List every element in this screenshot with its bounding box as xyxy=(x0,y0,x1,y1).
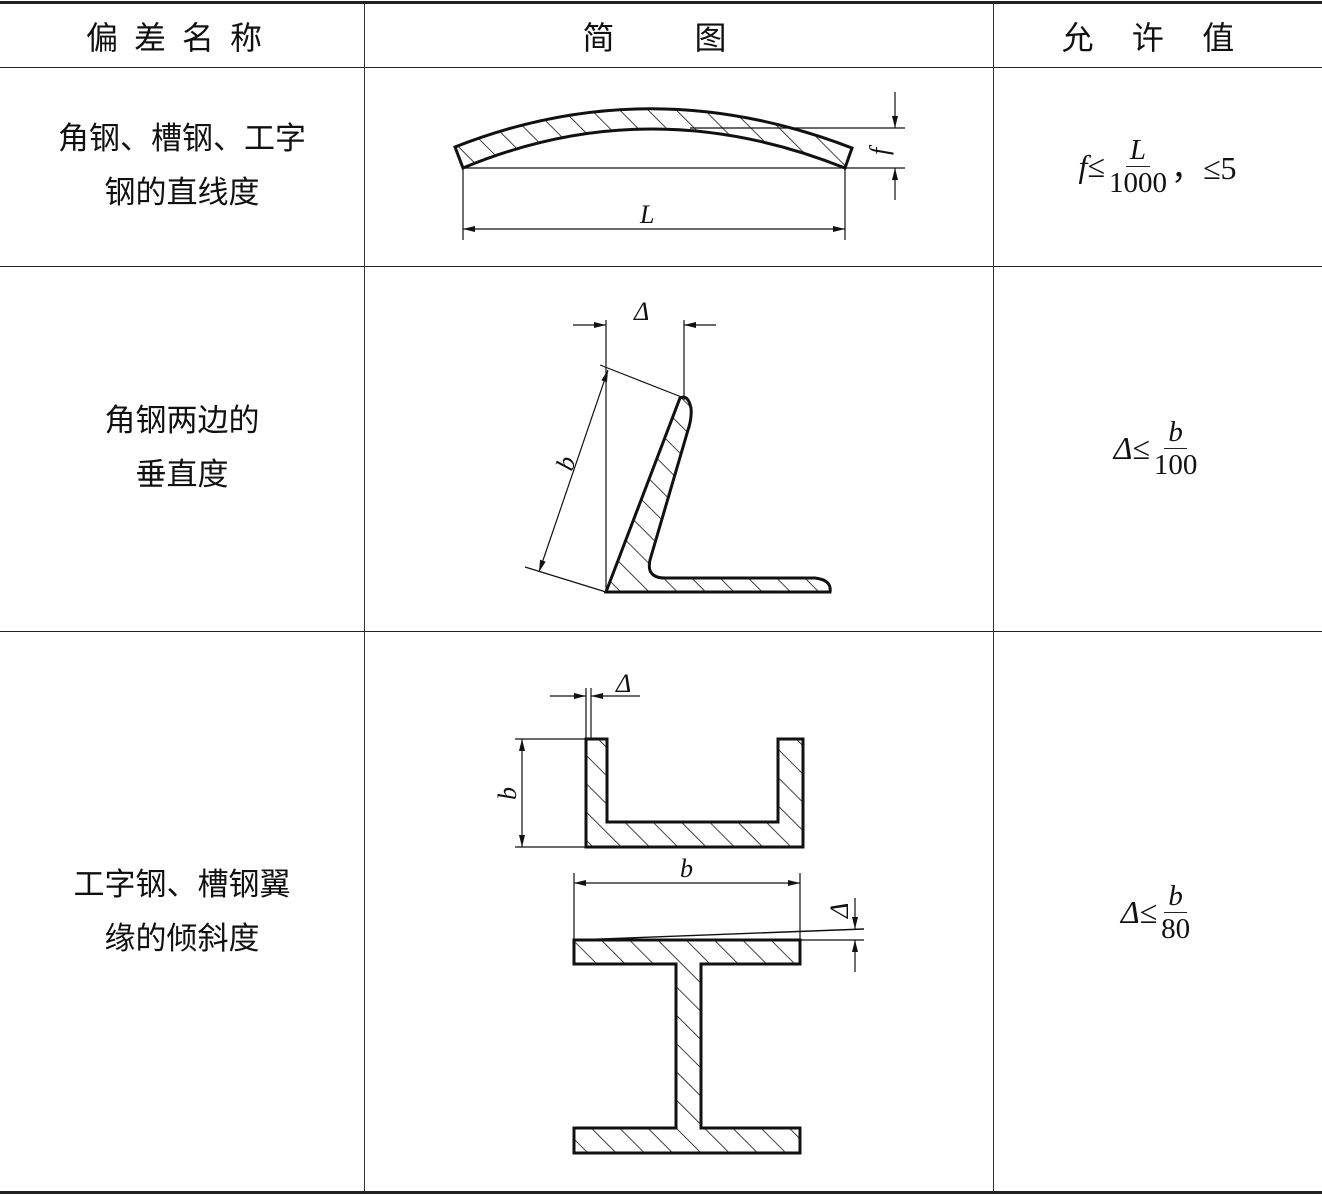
row-2-name-line1: 角钢两边的 xyxy=(104,403,260,439)
bent-section xyxy=(453,107,854,170)
row-3-name-line2: 缘的倾斜度 xyxy=(104,921,260,957)
row-1-name: 角钢、槽钢、工字 钢的直线度 xyxy=(0,110,364,222)
formula-numerator: b xyxy=(1164,416,1187,449)
table-top-border xyxy=(0,1,1322,4)
ibeam-section xyxy=(572,938,802,1155)
formula-op: ≤ xyxy=(1087,147,1105,184)
channel-width-label: b xyxy=(493,787,522,800)
formula-numerator: L xyxy=(1125,134,1150,167)
row-1-name-line2: 钢的直线度 xyxy=(104,175,260,211)
width-label: b xyxy=(550,453,582,474)
formula-suffix: ，≤5 xyxy=(1170,150,1237,186)
formula-op: ≤ xyxy=(1132,429,1150,466)
ibeam-delta-label: Δ xyxy=(825,903,854,919)
row-2-name: 角钢两边的 垂直度 xyxy=(0,392,364,504)
row-2-name-line2: 垂直度 xyxy=(135,457,229,493)
header-diagram: 简图 xyxy=(582,18,807,57)
row-divider xyxy=(0,67,1322,68)
row-divider xyxy=(0,631,1322,632)
angle-perpendicularity-diagram xyxy=(524,320,832,594)
row-1-name-line1: 角钢、槽钢、工字 xyxy=(58,121,306,157)
formula-denominator: 80 xyxy=(1161,912,1191,945)
length-label: L xyxy=(639,200,654,229)
formula-op: ≤ xyxy=(1139,893,1158,930)
delta-label: Δ xyxy=(633,297,649,326)
ibeam-width-label: b xyxy=(680,854,693,883)
header-deviation-name: 偏差名称 xyxy=(85,18,278,57)
angle-section xyxy=(603,395,832,594)
row-3-name-line1: 工字钢、槽钢翼 xyxy=(73,867,291,903)
row-divider xyxy=(0,266,1322,267)
formula-var: Δ xyxy=(1113,429,1133,466)
ibeam-flange-diagram xyxy=(572,873,865,1155)
column-divider xyxy=(993,3,994,1192)
deflection-label: f xyxy=(865,144,894,155)
table-bottom-border xyxy=(0,1191,1322,1194)
formula-var: Δ xyxy=(1120,893,1140,930)
straightness-diagram xyxy=(453,92,905,240)
formula-numerator: b xyxy=(1164,880,1187,913)
formula-var: f xyxy=(1078,147,1088,184)
channel-delta-label: Δ xyxy=(615,669,631,698)
formula-denominator: 1000 xyxy=(1108,166,1167,199)
channel-section xyxy=(584,737,805,849)
channel-flange-diagram xyxy=(515,688,805,849)
row-3-name: 工字钢、槽钢翼 缘的倾斜度 xyxy=(0,856,364,968)
column-divider xyxy=(364,3,365,1192)
header-allowed-value: 允许值 xyxy=(1061,18,1273,57)
formula-denominator: 100 xyxy=(1153,448,1198,481)
